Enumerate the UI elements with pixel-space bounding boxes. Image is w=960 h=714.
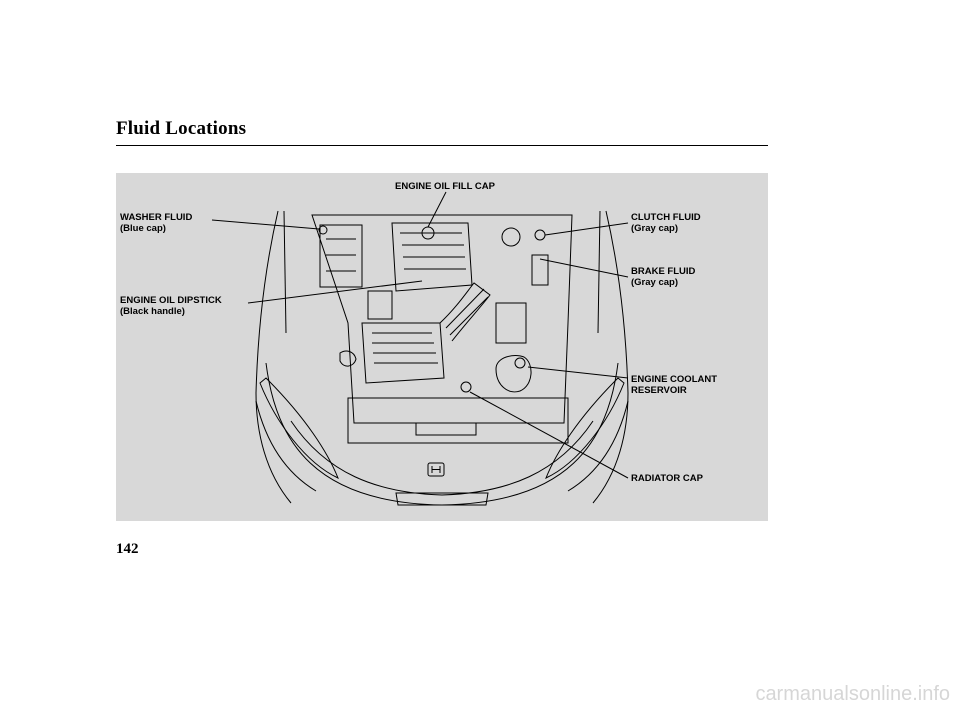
title-rule bbox=[116, 145, 768, 146]
page-number: 142 bbox=[116, 541, 139, 557]
clutch-fluid-label: CLUTCH FLUID (Gray cap) bbox=[631, 212, 701, 234]
radiator-cap-label: RADIATOR CAP bbox=[631, 473, 703, 484]
page-title: Fluid Locations bbox=[116, 118, 247, 139]
car-line-drawing bbox=[211, 191, 629, 506]
engine-coolant-reservoir-label: ENGINE COOLANT RESERVOIR bbox=[631, 374, 718, 396]
engine-oil-fill-cap-label: ENGINE OIL FILL CAP bbox=[395, 181, 495, 192]
watermark: carmanualsonline.info bbox=[755, 683, 950, 705]
washer-fluid-label: WASHER FLUID (Blue cap) bbox=[120, 212, 193, 234]
engine-bay-illustration: ENGINE OIL FILL CAP WASHER FLUID (Blue c… bbox=[116, 173, 768, 521]
brake-fluid-label: BRAKE FLUID (Gray cap) bbox=[631, 266, 696, 288]
engine-oil-dipstick-label: ENGINE OIL DIPSTICK (Black handle) bbox=[120, 295, 222, 317]
